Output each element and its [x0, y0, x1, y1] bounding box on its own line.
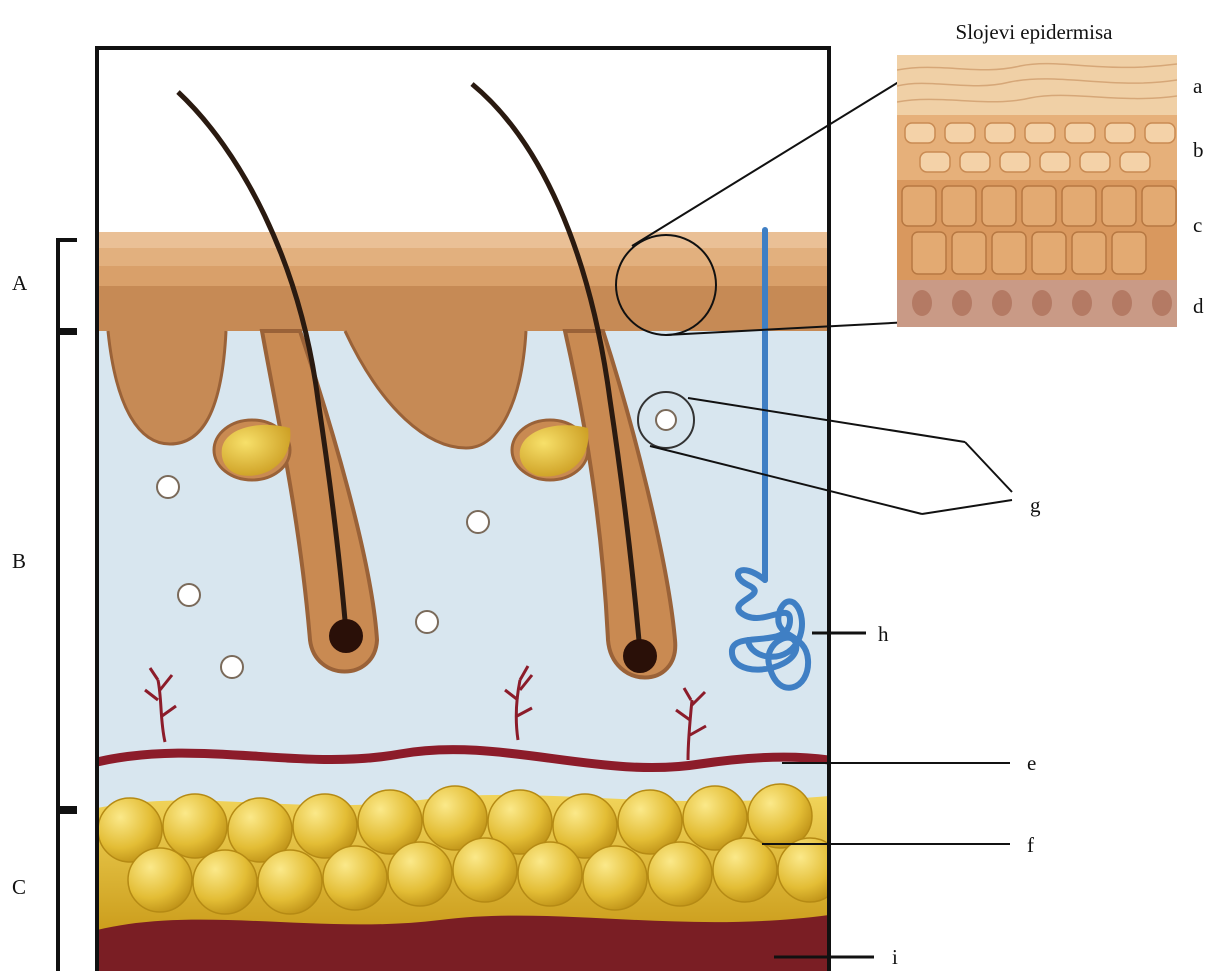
hair-bulb-right — [623, 639, 657, 673]
layer-label-c: C — [12, 875, 26, 899]
label-e: e — [1027, 751, 1036, 775]
label-d: d — [1193, 294, 1204, 318]
layer-brackets — [58, 240, 77, 971]
label-f: f — [1027, 833, 1034, 857]
hair-bulb-left — [329, 619, 363, 653]
label-h: h — [878, 622, 889, 646]
label-b: b — [1193, 138, 1204, 162]
subcutaneous-fat — [97, 784, 842, 940]
layer-label-a: A — [12, 271, 28, 295]
layer-label-b: B — [12, 549, 26, 573]
label-a: a — [1193, 74, 1203, 98]
inset-title: Slojevi epidermisa — [956, 20, 1114, 44]
label-i: i — [892, 945, 898, 969]
muscle-layer — [97, 915, 829, 971]
label-c: c — [1193, 213, 1202, 237]
magnifier-line-top — [632, 75, 910, 246]
label-g: g — [1030, 493, 1041, 517]
epidermis-inset — [897, 55, 1177, 327]
